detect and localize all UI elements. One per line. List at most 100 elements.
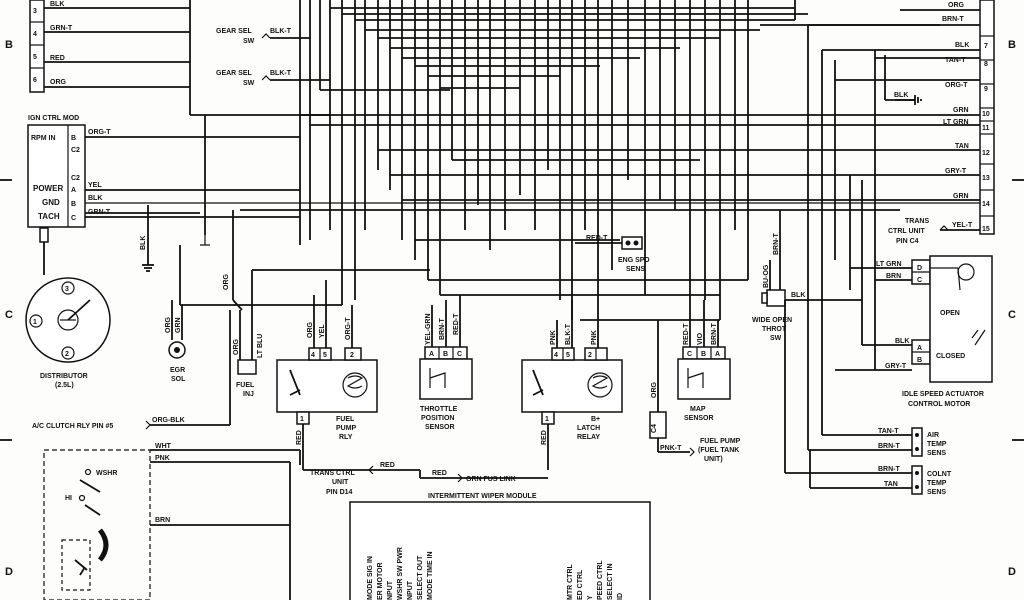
svg-text:5: 5 (323, 352, 327, 359)
svg-text:UNIT: UNIT (332, 479, 349, 486)
svg-text:C2: C2 (71, 175, 80, 182)
svg-text:A: A (429, 351, 434, 358)
wire-red: RED (50, 55, 65, 62)
latch-relay: 4 5 2 1 PNK BLK-T PNK RED B+ LATCH RELAY (521, 300, 623, 470)
svg-text:SW: SW (243, 80, 255, 87)
svg-text:SENS: SENS (927, 489, 946, 496)
connector-right: ORG BRN-T 7 8 9 10 11 12 13 14 15 BLK TA… (760, 0, 995, 235)
pin-15: 15 (982, 226, 990, 233)
svg-text:ORG-BLK: ORG-BLK (152, 417, 185, 424)
svg-text:TRANS CTRL: TRANS CTRL (310, 470, 355, 477)
svg-text:4: 4 (311, 352, 315, 359)
svg-text:GRY-T: GRY-T (885, 363, 907, 370)
svg-text:PNK-T: PNK-T (660, 445, 682, 452)
svg-text:RED: RED (432, 470, 447, 477)
wiper-module-title: INTERMITTENT WIPER MODULE (428, 493, 537, 500)
svg-text:FUEL: FUEL (236, 382, 255, 389)
distributor-label: DISTRIBUTOR (40, 373, 88, 380)
svg-text:BRN: BRN (155, 517, 170, 524)
svg-text:WHT: WHT (155, 443, 172, 450)
svg-text:AIR: AIR (927, 432, 939, 439)
svg-text:SENSOR: SENSOR (684, 415, 714, 422)
fuel-injector: ORG ORG LT BLU FUEL INJ (223, 210, 265, 398)
svg-text:ORG: ORG (165, 317, 172, 334)
pin-6: 6 (33, 77, 37, 84)
svg-text:ENG SPD: ENG SPD (618, 257, 650, 264)
svg-text:GEAR SEL: GEAR SEL (216, 28, 253, 35)
svg-text:YEL: YEL (88, 182, 102, 189)
svg-text:BLK-T: BLK-T (270, 70, 292, 77)
svg-text:SW: SW (770, 335, 782, 342)
wire-yel-t: YEL-T (952, 222, 973, 229)
svg-text:NPUT: NPUT (387, 580, 394, 600)
wire-lt-grn: LT GRN (943, 119, 969, 126)
svg-text:UNIT): UNIT) (704, 456, 723, 463)
svg-text:RED: RED (296, 430, 303, 445)
grid-letter-c-right: C (1008, 309, 1016, 321)
svg-text:CONTROL MOTOR: CONTROL MOTOR (908, 401, 970, 408)
ign-ctrl-title: IGN CTRL MOD (28, 115, 79, 122)
grid-letter-d-left: D (5, 566, 13, 578)
svg-text:HI: HI (65, 495, 72, 502)
svg-text:VIO: VIO (697, 332, 704, 345)
svg-text:TEMP: TEMP (927, 480, 947, 487)
svg-text:ORG: ORG (307, 322, 314, 339)
svg-text:(2.5L): (2.5L) (55, 382, 74, 389)
wire-org: ORG (50, 79, 67, 86)
trans-ctrl-c4: TRANS CTRL UNIT PIN C4 (888, 218, 949, 245)
wire-grn-2: GRN (953, 193, 969, 200)
svg-text:OPEN: OPEN (940, 310, 960, 317)
svg-text:C4: C4 (651, 424, 658, 433)
svg-text:INJ: INJ (243, 391, 254, 398)
egr-solenoid: ORG GRN EGR SOL (165, 115, 210, 383)
wire-grn: GRN (953, 107, 969, 114)
svg-text:RED: RED (380, 462, 395, 469)
svg-text:B: B (443, 351, 448, 358)
svg-text:SOL: SOL (171, 376, 186, 383)
svg-text:SENS: SENS (927, 450, 946, 457)
svg-text:YEL: YEL (319, 324, 326, 338)
pin-5: 5 (33, 54, 37, 61)
svg-text:BRN-T: BRN-T (878, 443, 900, 450)
pin-10: 10 (982, 111, 990, 118)
svg-text:4: 4 (554, 352, 558, 359)
svg-text:ORG-T: ORG-T (88, 129, 111, 136)
svg-text:BLK-T: BLK-T (270, 28, 292, 35)
svg-text:B+: B+ (591, 416, 600, 423)
pin-9: 9 (984, 86, 988, 93)
svg-text:BLK-T: BLK-T (565, 323, 572, 345)
svg-text:MODE SIG IN: MODE SIG IN (367, 556, 374, 600)
svg-text:GEAR SEL: GEAR SEL (216, 70, 253, 77)
svg-text:B: B (701, 351, 706, 358)
svg-text:THROTTLE: THROTTLE (420, 406, 458, 413)
svg-text:1: 1 (300, 416, 304, 423)
svg-text:MTR CTRL: MTR CTRL (567, 564, 574, 600)
coolant-temp-sensor: BRN-T TAN COLNT TEMP SENS (784, 300, 952, 496)
harness-horizontal-runs (85, 7, 980, 321)
pin-3: 3 (33, 8, 37, 15)
svg-text:RED: RED (541, 430, 548, 445)
svg-text:POSITION: POSITION (421, 415, 454, 422)
svg-text:ORG: ORG (223, 274, 230, 291)
svg-text:SENSOR: SENSOR (425, 424, 455, 431)
ac-clutch-relay: A/C CLUTCH RLY PIN #5 ORG-BLK (32, 310, 231, 430)
wire-blk-r: BLK (955, 42, 969, 49)
svg-text:PNK: PNK (550, 330, 557, 345)
grid-letter-c-left: C (5, 309, 13, 321)
svg-text:SELECT OUT: SELECT OUT (417, 555, 424, 600)
pin-11: 11 (982, 125, 990, 132)
svg-text:ORG: ORG (948, 2, 965, 9)
svg-text:ORG: ORG (651, 382, 658, 399)
svg-text:A: A (917, 345, 922, 352)
svg-text:PNK: PNK (155, 455, 170, 462)
svg-text:D: D (917, 265, 922, 272)
svg-text:POWER: POWER (33, 184, 63, 193)
svg-text:BLK: BLK (895, 338, 909, 345)
wiper-module: INTERMITTENT WIPER MODULE MODE SIG IN ER… (289, 450, 651, 600)
svg-text:ED CTRL: ED CTRL (577, 569, 584, 600)
svg-text:BLK: BLK (140, 236, 147, 250)
map-sensor: C B A RED-T VIO BRN-T MAP SENSOR (677, 300, 731, 422)
air-temp-sensor: TAN-T BRN-T AIR TEMP SENS (808, 427, 947, 457)
